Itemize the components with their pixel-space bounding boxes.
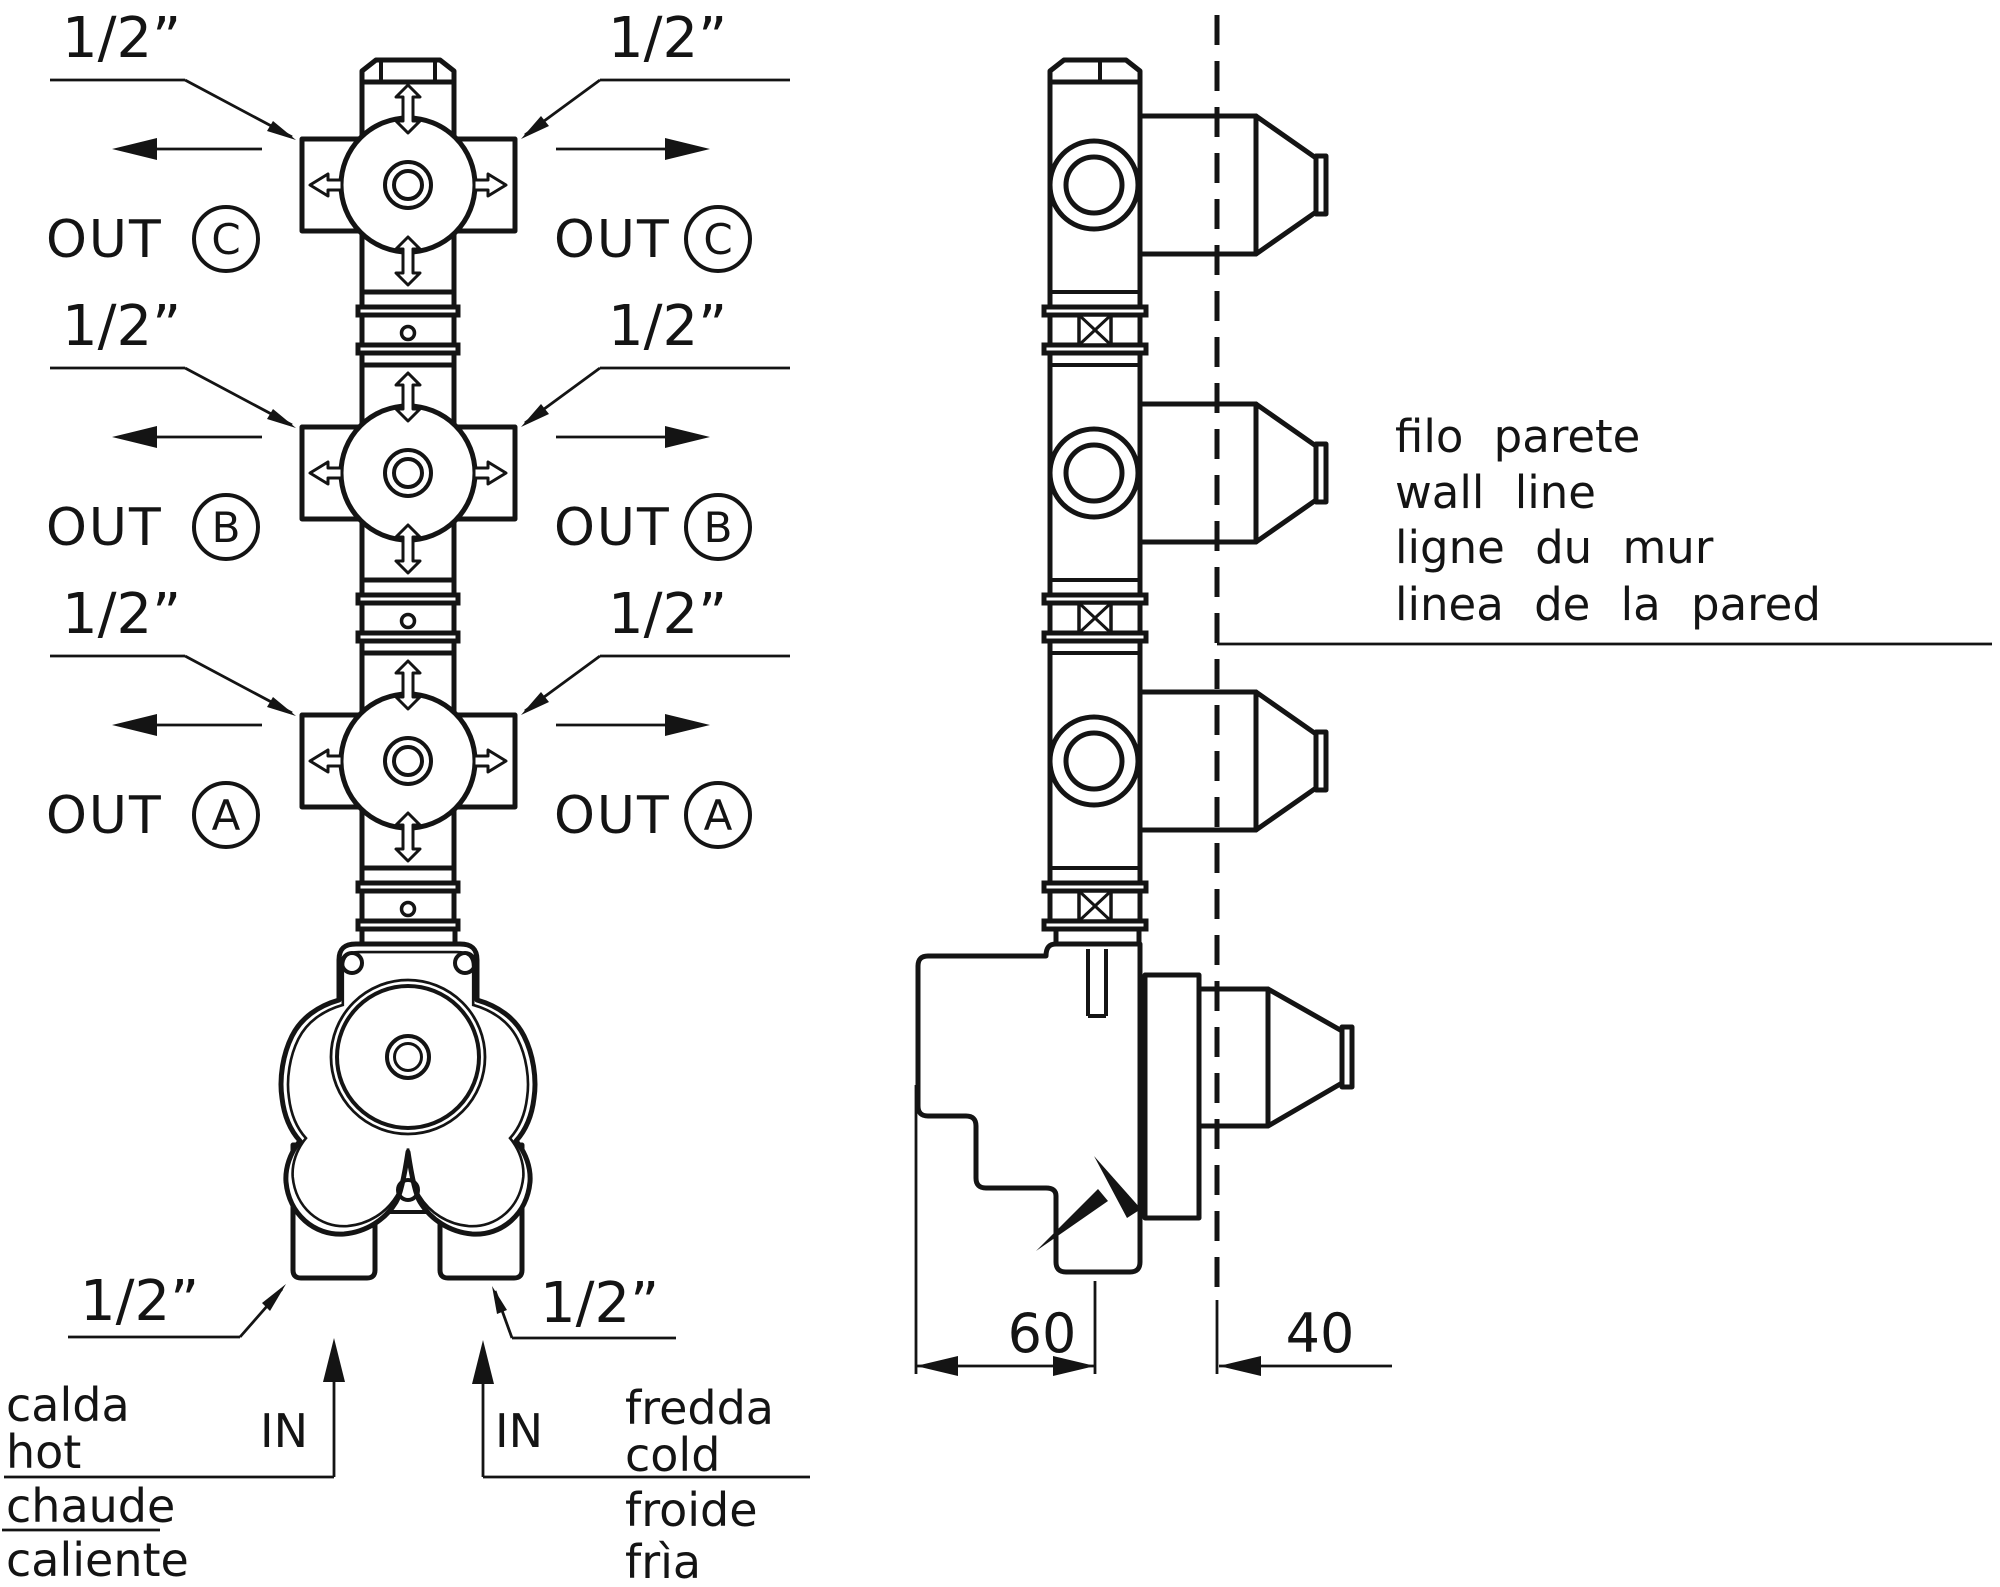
valve-front-b (302, 373, 515, 573)
side-base-handle (1196, 986, 1355, 1129)
side-internal-channel (1086, 949, 1108, 1018)
cold-label-en: cold (625, 1428, 720, 1482)
side-collar-3 (1044, 883, 1146, 929)
valve-letter: C (703, 215, 732, 264)
wall-line-labels: filo parete wall line ligne du mur linea… (1395, 410, 1821, 631)
dimension-40-value: 40 (1286, 1302, 1355, 1365)
valve-letter: A (704, 791, 733, 840)
base-plate (278, 941, 538, 1237)
screw-hole-left (340, 951, 364, 975)
bottom-screw-hole (396, 1178, 420, 1202)
out-label: OUT (554, 210, 671, 270)
dimension-40 (1215, 1300, 1392, 1376)
dimension-60-value: 60 (1008, 1302, 1077, 1365)
wall-label-fr: ligne du mur (1395, 521, 1714, 574)
side-hex-cap (1047, 57, 1143, 85)
valve-front-a (302, 661, 515, 861)
valve-letter: B (704, 503, 733, 552)
top-hex-cap (359, 57, 457, 85)
pipe-size-label: 1/2” (608, 582, 727, 647)
hot-water-labels: calda hot chaude caliente (6, 1378, 189, 1587)
wall-label-it: filo parete (1395, 410, 1640, 463)
side-view (914, 15, 1992, 1376)
front-view (2, 57, 810, 1532)
wall-label-en: wall line (1395, 466, 1596, 519)
pipe-size-label: 1/2” (608, 294, 727, 359)
section-arrow-1 (1094, 1156, 1141, 1218)
pipe-size-label: 1/2” (608, 6, 727, 71)
pipe-size-label: 1/2” (540, 1271, 659, 1336)
hot-label-fr: chaude (6, 1479, 175, 1533)
cold-label-es: frìa (625, 1535, 701, 1587)
cold-water-labels: fredda cold froide frìa (625, 1381, 774, 1587)
hot-inlet-leader (2, 1284, 345, 1532)
hot-label-it: calda (6, 1378, 130, 1432)
out-label: OUT (46, 498, 163, 558)
pipe-size-label: 1/2” (62, 294, 181, 359)
screw-hole-right (453, 951, 477, 975)
side-trim-plate (1142, 972, 1202, 1221)
section-arrow-2 (1036, 1189, 1108, 1251)
hot-label-es: caliente (6, 1533, 189, 1587)
valve-front-c (302, 85, 515, 285)
dimension-60 (914, 1085, 1097, 1376)
cold-label-it: fredda (625, 1381, 774, 1435)
valve-letter: C (211, 215, 240, 264)
side-collar-2 (1044, 595, 1146, 641)
hot-label-en: hot (6, 1425, 81, 1479)
cold-label-fr: froide (625, 1483, 758, 1537)
in-label-cold: IN (495, 1404, 543, 1458)
wall-label-es: linea de la pared (1395, 578, 1821, 631)
out-label: OUT (46, 786, 163, 846)
cold-inlet-leader (472, 1286, 810, 1479)
valve-letter: B (212, 503, 241, 552)
out-label: OUT (46, 210, 163, 270)
side-collar-1 (1044, 307, 1146, 353)
pipe-size-label: 1/2” (62, 6, 181, 71)
labels: 1/2” 1/2” OUT C OUT C 1/2” 1/2” OUT B OU… (6, 6, 1821, 1587)
out-label: OUT (554, 786, 671, 846)
in-label-hot: IN (260, 1404, 308, 1458)
pipe-size-label: 1/2” (62, 582, 181, 647)
valve-letter: A (212, 791, 241, 840)
out-label: OUT (554, 498, 671, 558)
side-base-body (915, 926, 1355, 1275)
pipe-size-label: 1/2” (80, 1269, 199, 1334)
